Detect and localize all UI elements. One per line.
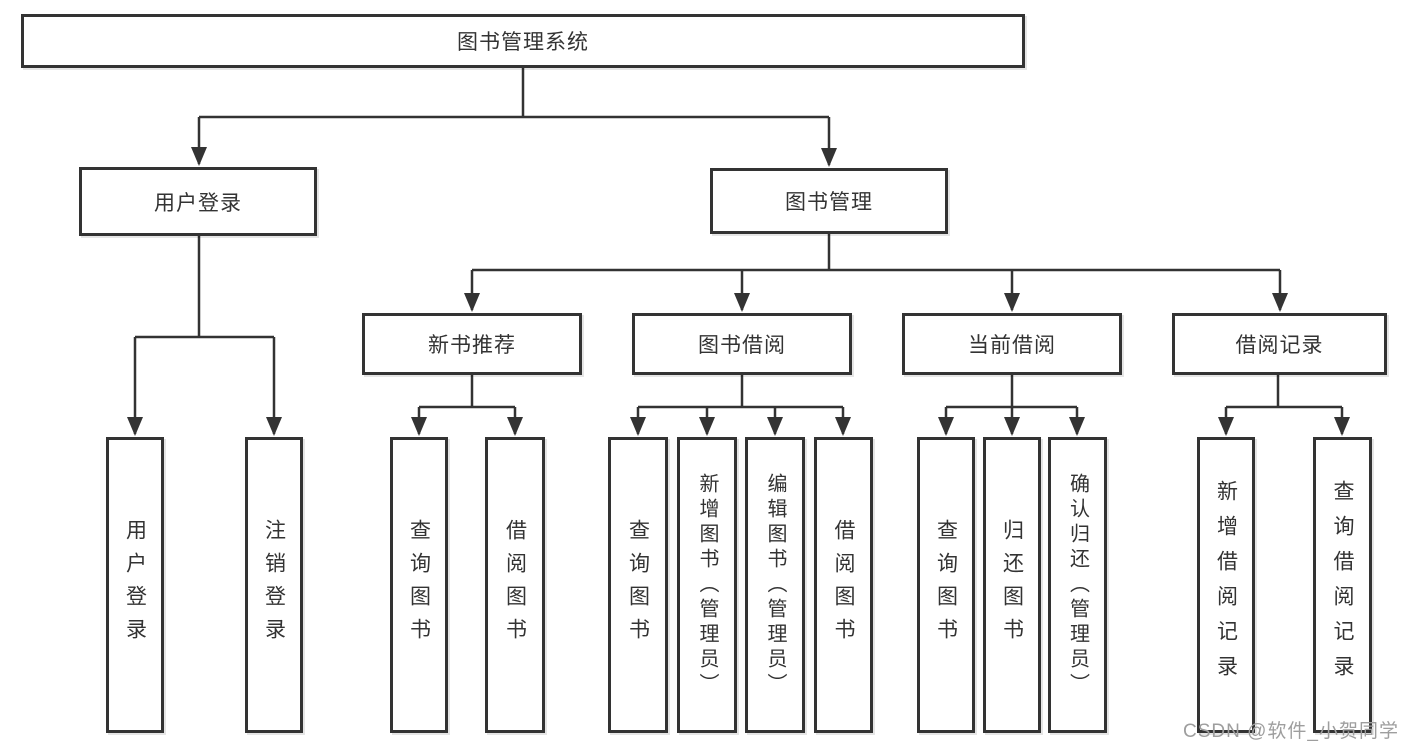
node-borrow-records: 借阅记录 [1172, 313, 1387, 375]
connector-new-book-rec [411, 375, 523, 436]
leaf-bb-borrow-books-label: 借阅图书 [832, 519, 855, 651]
node-current-borrow-label: 当前借阅 [968, 334, 1056, 357]
leaf-br-add-record: 新增借阅记录 [1197, 437, 1255, 733]
leaf-cb-confirm-return-admin-label: 确认归还（管理员） [1066, 472, 1089, 698]
node-book-borrow: 图书借阅 [632, 313, 852, 375]
node-new-book-rec-label: 新书推荐 [428, 334, 516, 357]
leaf-user-login: 用户登录 [106, 437, 164, 733]
node-new-book-rec: 新书推荐 [362, 313, 582, 375]
leaf-br-query-record: 查询借阅记录 [1313, 437, 1372, 733]
connector-book-borrow [630, 375, 851, 436]
leaf-bb-query-books: 查询图书 [608, 437, 668, 733]
node-book-mgmt-label: 图书管理 [785, 191, 873, 214]
leaf-cb-return-books-label: 归还图书 [1000, 519, 1024, 651]
connector-user-login [127, 236, 282, 436]
node-user-login: 用户登录 [79, 167, 317, 236]
leaf-br-query-record-label: 查询借阅记录 [1331, 480, 1354, 690]
leaf-bb-borrow-books: 借阅图书 [814, 437, 873, 733]
leaf-cb-query-books: 查询图书 [917, 437, 975, 733]
leaf-cb-query-books-label: 查询图书 [934, 519, 958, 651]
leaf-bb-edit-books-admin-label: 编辑图书（管理员） [764, 472, 786, 698]
connector-current-borrow [938, 375, 1085, 436]
node-root: 图书管理系统 [21, 14, 1025, 68]
leaf-user-login-label: 用户登录 [123, 519, 147, 651]
leaf-nbr-query-books: 查询图书 [390, 437, 448, 733]
leaf-bb-add-books-admin: 新增图书（管理员） [677, 437, 737, 733]
leaf-nbr-borrow-books: 借阅图书 [485, 437, 545, 733]
connector-root [191, 68, 837, 167]
node-root-label: 图书管理系统 [457, 31, 589, 54]
leaf-logout-label: 注销登录 [262, 519, 286, 651]
node-user-login-label: 用户登录 [154, 191, 242, 215]
leaf-nbr-query-books-label: 查询图书 [407, 519, 431, 651]
connector-borrow-records [1218, 375, 1350, 436]
node-borrow-records-label: 借阅记录 [1235, 334, 1324, 357]
node-book-borrow-label: 图书借阅 [698, 334, 786, 357]
leaf-cb-return-books: 归还图书 [983, 437, 1041, 733]
csdn-watermark: CSDN @软件_小贺同学 [1183, 721, 1399, 742]
node-book-mgmt: 图书管理 [710, 168, 948, 234]
node-current-borrow: 当前借阅 [902, 313, 1122, 375]
leaf-logout: 注销登录 [245, 437, 303, 733]
connector-book-mgmt [464, 234, 1288, 312]
leaf-nbr-borrow-books-label: 借阅图书 [503, 519, 527, 651]
leaf-bb-query-books-label: 查询图书 [626, 519, 650, 651]
leaf-br-add-record-label: 新增借阅记录 [1214, 480, 1238, 690]
leaf-bb-edit-books-admin: 编辑图书（管理员） [745, 437, 805, 733]
leaf-cb-confirm-return-admin: 确认归还（管理员） [1048, 437, 1107, 733]
leaf-bb-add-books-admin-label: 新增图书（管理员） [696, 472, 718, 698]
